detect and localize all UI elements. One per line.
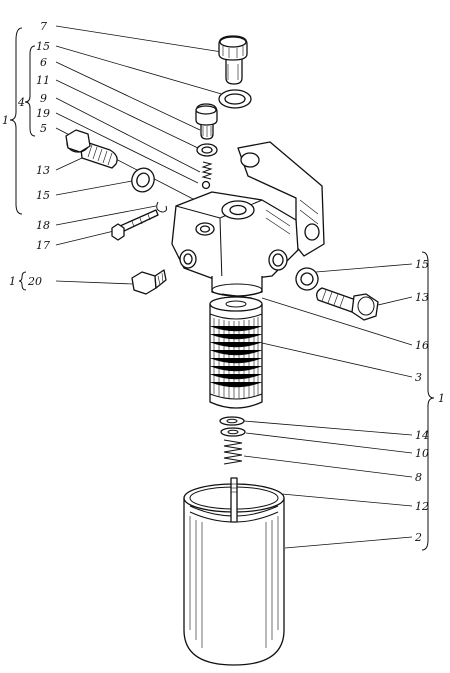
part-13-bolt-left [65, 129, 118, 169]
brace-right [421, 251, 435, 551]
part-11-washer [196, 143, 218, 157]
label-12: 12 [415, 500, 429, 513]
label-17: 17 [36, 239, 50, 252]
part-19-ball [201, 180, 211, 190]
label-10: 10 [415, 447, 429, 460]
brace-inner-left [24, 45, 36, 137]
group-label-outer-left: 1 [2, 114, 9, 127]
label-18: 18 [36, 219, 50, 232]
label-2: 2 [414, 531, 422, 544]
part-12-gasket [189, 477, 279, 523]
label-15-top: 15 [36, 40, 50, 53]
part-20-plug [131, 269, 167, 295]
label-15-right: 15 [415, 258, 429, 271]
part-8-spring [223, 439, 243, 465]
part-15-washer-left [131, 167, 155, 193]
label-6: 6 [40, 56, 47, 69]
part-9-spring [201, 161, 213, 180]
label-19: 19 [36, 107, 50, 120]
part-17-screw [111, 209, 159, 241]
part-6-plug [195, 103, 218, 140]
label-7: 7 [40, 20, 47, 33]
label-13-left: 13 [36, 164, 50, 177]
group-label-right: 1 [438, 392, 445, 405]
brace-outer-left [9, 27, 23, 215]
part-10-washer [220, 427, 246, 437]
group-label-inner-left: 4 [17, 96, 25, 109]
part-5-housing [171, 141, 325, 297]
part-15-washer-right [295, 267, 319, 291]
label-16: 16 [415, 339, 429, 352]
part-3-filter-element [209, 296, 263, 409]
labels: 7 15 6 11 9 19 5 13 15 18 17 20 15 13 16… [2, 20, 445, 544]
part-7-plug [218, 35, 248, 85]
label-15-left: 15 [36, 189, 50, 202]
brace-left-20 [18, 271, 27, 291]
part-14-washer [219, 416, 245, 426]
label-8: 8 [415, 471, 422, 484]
part-13-bolt-right [316, 287, 379, 321]
label-13-right: 13 [415, 291, 429, 304]
label-20: 20 [27, 275, 42, 288]
group-label-left-20: 1 [9, 275, 16, 288]
leader-lines [55, 25, 413, 549]
label-11: 11 [36, 74, 50, 87]
label-5: 5 [40, 122, 47, 135]
part-15-washer-top [218, 89, 252, 109]
label-9: 9 [40, 92, 47, 105]
label-3: 3 [415, 371, 422, 384]
part-18-clip [156, 201, 167, 213]
label-14: 14 [415, 429, 429, 442]
